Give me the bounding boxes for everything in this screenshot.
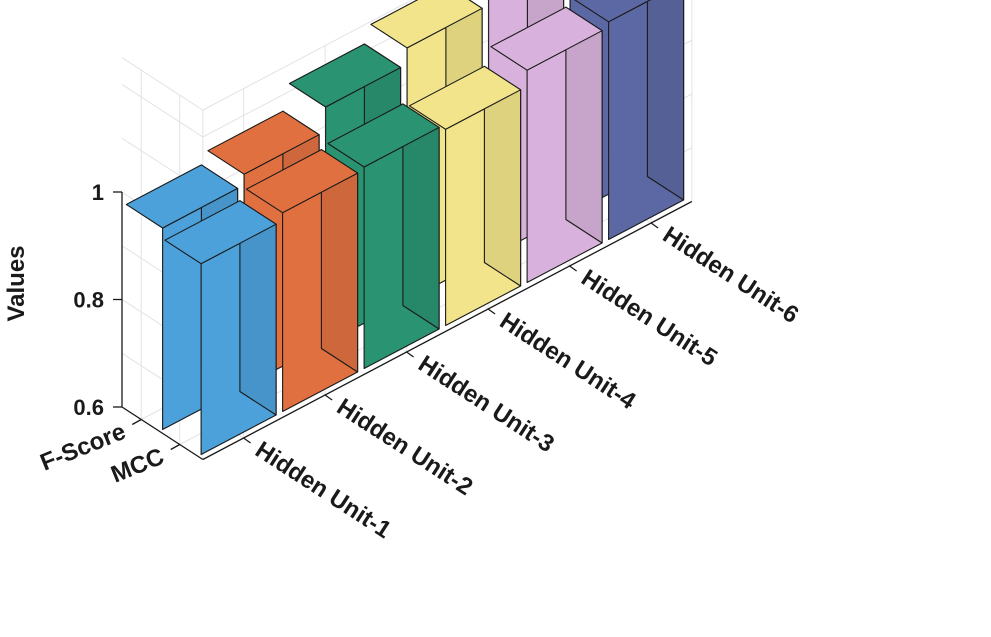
row-tick-mark xyxy=(131,418,142,426)
z-tick-label: 1 xyxy=(92,180,104,205)
row-axis xyxy=(121,406,204,461)
bar-top-face xyxy=(288,43,402,108)
category-tick-mark xyxy=(324,394,333,401)
bar-top-face xyxy=(370,0,483,49)
bar-MCC-Hidden Unit-3 xyxy=(327,103,440,370)
category-tick-mark xyxy=(243,437,251,444)
category-tick-mark xyxy=(650,222,659,229)
z-axis-title: Values xyxy=(3,245,30,321)
bar-top-face xyxy=(574,0,652,23)
gridline-top-back xyxy=(202,0,413,111)
bar-top-face xyxy=(207,110,320,175)
z-tick-label: 0.8 xyxy=(73,288,104,313)
category-tick-mark xyxy=(487,308,496,315)
row-label: MCC xyxy=(107,443,168,489)
axes xyxy=(113,191,693,461)
category-axis xyxy=(202,200,693,461)
category-label: Hidden Unit-6 xyxy=(658,221,804,329)
category-label: Hidden Unit-2 xyxy=(332,393,478,501)
bar-MCC-Hidden Unit-5 xyxy=(490,6,603,284)
bar-top-face xyxy=(125,164,239,229)
category-tick-mark xyxy=(569,265,577,272)
category-label: Hidden Unit-4 xyxy=(495,307,641,415)
category-label: Hidden Unit-1 xyxy=(250,436,396,544)
gridline-side xyxy=(121,84,204,138)
bar-top-face xyxy=(245,149,359,214)
bar-MCC-Hidden Unit-6 xyxy=(574,0,685,241)
bar-top-face xyxy=(327,103,440,168)
bar-top-face xyxy=(490,6,603,71)
bars xyxy=(125,0,685,456)
bar-MCC-Hidden Unit-4 xyxy=(408,65,522,327)
category-label: Hidden Unit-5 xyxy=(576,264,722,372)
bar-top-face xyxy=(164,200,277,265)
category-label: Hidden Unit-3 xyxy=(413,350,559,458)
bar-side-face xyxy=(646,0,685,201)
category-tick-mark xyxy=(406,351,414,358)
gridline-top-side xyxy=(121,57,204,111)
z-tick-label: 0.6 xyxy=(73,395,104,420)
row-tick-mark xyxy=(170,443,181,451)
bar-MCC-Hidden Unit-1 xyxy=(164,200,277,456)
bar-MCC-Hidden Unit-2 xyxy=(245,149,359,413)
bar-top-face xyxy=(408,65,522,130)
